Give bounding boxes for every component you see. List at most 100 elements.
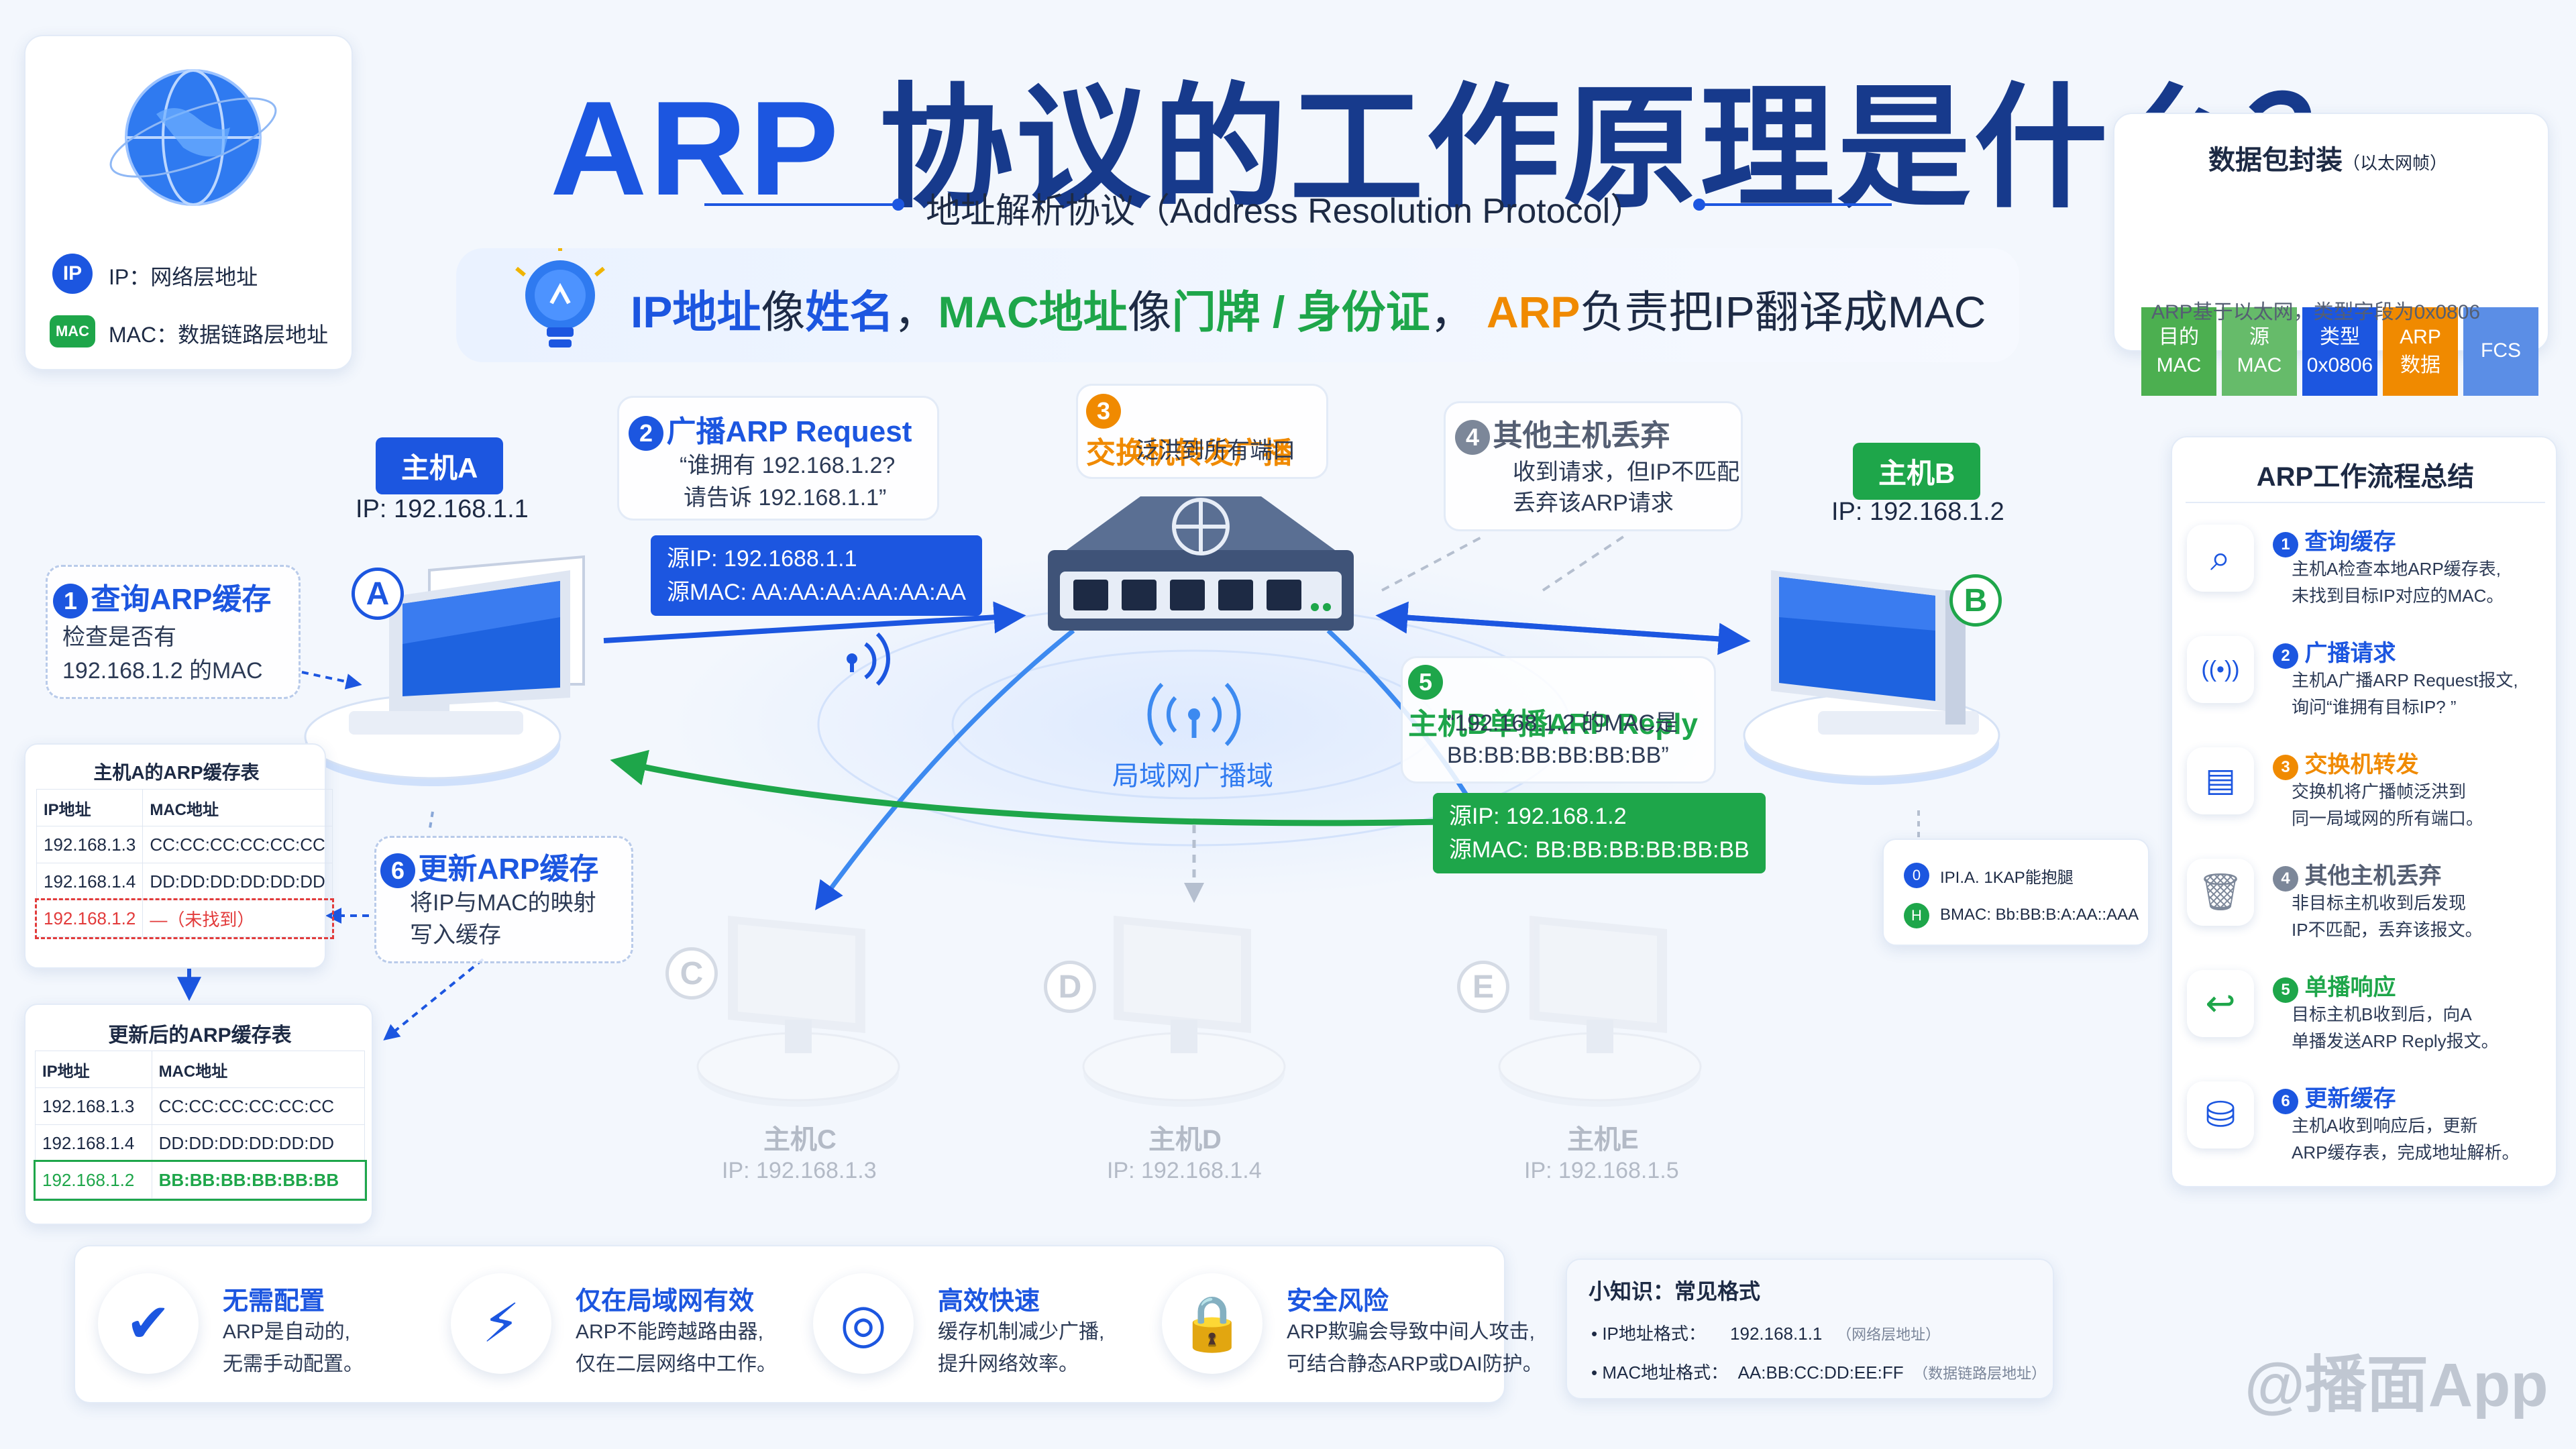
step-1-bubble: 1 查询ARP缓存 检查是否有 192.168.1.2 的MAC — [46, 565, 301, 699]
target-icon: ◎ — [813, 1273, 914, 1374]
computer-c — [696, 916, 900, 1107]
computer-e — [1498, 916, 1702, 1107]
arrow-reply-to-a — [610, 749, 1745, 826]
step-3-bubble: 3 交换机转发广播 泛洪到所有端口 — [1076, 384, 1328, 479]
legend-card: IP IP：网络层地址 MAC MAC：数据链路层地址 — [24, 35, 353, 370]
host-b-letter: B — [1949, 574, 2002, 627]
packet-note: ARP基于以太网，类型字段为0x0806 — [2151, 301, 2481, 323]
tips-card: 小知识：常见格式 • IP地址格式： 192.168.1.1 （网络层地址） •… — [1566, 1258, 2054, 1399]
lightning-icon: ⚡ — [451, 1273, 551, 1374]
feature-title: 无需配置 — [223, 1287, 325, 1316]
tips-mac-row: • MAC地址格式： AA:BB:CC:DD:EE:FF （数据链路层地址） — [1591, 1362, 2047, 1383]
subtitle-line-left — [704, 203, 899, 206]
mac-badge: MAC — [50, 315, 95, 347]
host-b-info-card: 0 IPI.A. 1KAP能抱腿 H BMAC: Bb:BB:B:A:AA::A… — [1882, 839, 2149, 946]
host-c-label: 主机C — [763, 1125, 837, 1155]
slogan-banner: IP地址像姓名，MAC地址像门牌 / 身份证， ARP负责把IP翻译成MAC — [456, 248, 2019, 362]
computer-d — [1082, 916, 1286, 1107]
dash-step1-to-a — [301, 671, 362, 690]
summary-item-title: 4 其他主机丢弃 — [2273, 857, 2441, 892]
host-b-ip: IP: 192.168.1.2 — [1831, 498, 2004, 526]
broadcast-icon: ((•)) — [2187, 636, 2254, 703]
shield-icon: ✔ — [98, 1273, 199, 1374]
feature-body: 缓存机制减少广播,提升网络效率。 — [938, 1321, 1105, 1375]
signal-icon — [847, 632, 890, 686]
packet-title: 数据包封装（以太网帧） — [2208, 146, 2448, 175]
step-5-bubble: 5 主机B单播ARP Reply “192.168.1.2 的MAC是 BB:B… — [1401, 656, 1716, 784]
summary-item-2: ((•))2 广播请求主机A广播ARP Request报文,询问“谁拥有目标IP… — [2172, 623, 2548, 723]
subtitle-line-right — [1697, 203, 1892, 206]
summary-list: ⌕1 查询缓存主机A检查本地ARP缓存表,未找到目标IP对应的MAC。((•))… — [2172, 511, 2559, 1182]
summary-item-body: 主机A广播ARP Request报文,询问“谁拥有目标IP? ” — [2292, 670, 2518, 717]
host-c-ip: IP: 192.168.1.3 — [722, 1158, 877, 1183]
arrow-a-to-switch — [603, 601, 1026, 643]
dash-to-step4-b — [1542, 535, 1625, 592]
broadcast-domain-label: 局域网广播域 — [1112, 761, 1273, 791]
updated-cache-title: 更新后的ARP缓存表 — [108, 1024, 292, 1046]
feature-body: ARP不能跨越路由器,仅在二层网络中工作。 — [576, 1321, 777, 1375]
ip-badge: IP — [52, 254, 93, 294]
host-d-label: 主机D — [1148, 1125, 1222, 1155]
switch — [1048, 496, 1354, 631]
host-b-info-line-2: BMAC: Bb:BB:B:A:AA::AAA — [1940, 906, 2139, 924]
summary-item-1: ⌕1 查询缓存主机A检查本地ARP缓存表,未找到目标IP对应的MAC。 — [2172, 511, 2548, 612]
computer-a — [304, 555, 585, 786]
summary-item-title: 3 交换机转发 — [2273, 746, 2418, 780]
database-icon: ⛁ — [2187, 1081, 2254, 1148]
trash-icon: 🗑 — [2187, 859, 2254, 926]
summary-item-title: 1 查询缓存 — [2273, 523, 2396, 557]
summary-title: ARP工作流程总结 — [2256, 462, 2475, 492]
feature-title: 高效快速 — [938, 1287, 1040, 1316]
summary-item-title: 5 单播响应 — [2273, 969, 2396, 1003]
search-icon: ⌕ — [2187, 525, 2254, 592]
dash-a-to-step6 — [428, 811, 434, 833]
info-icon-1: 0 — [1904, 863, 1929, 888]
tips-title: 小知识：常见格式 — [1589, 1279, 1761, 1303]
step-6-bubble: 6 更新ARP缓存 将IP与MAC的映射 写入缓存 — [374, 836, 633, 963]
host-e-ip: IP: 192.168.1.5 — [1524, 1158, 1679, 1183]
feature-title: 安全风险 — [1287, 1287, 1389, 1316]
info-icon-2: H — [1904, 903, 1929, 928]
mac-legend-text: MAC：数据链路层地址 — [109, 323, 329, 347]
host-a-ip: IP: 192.168.1.1 — [356, 495, 529, 523]
step-2-bubble: 2 广播ARP Request “谁拥有 192.168.1.2? 请告诉 19… — [617, 396, 939, 521]
dash-step6-to-updated — [383, 958, 484, 1041]
host-e-label: 主机E — [1567, 1125, 1639, 1155]
reply-icon: ↩ — [2187, 970, 2254, 1037]
arrow-switch-to-c — [815, 629, 1075, 910]
tips-ip-row: • IP地址格式： 192.168.1.1 （网络层地址） — [1591, 1324, 1941, 1344]
host-b-info-line-1: IPI.A. 1KAP能抱腿 — [1940, 869, 2074, 887]
host-d-letter: D — [1044, 961, 1096, 1013]
ip-legend-text: IP：网络层地址 — [109, 265, 258, 289]
lightbulb-icon — [515, 248, 605, 347]
host-a-letter: A — [352, 568, 404, 620]
arp-cache-title: 主机A的ARP缓存表 — [93, 762, 260, 783]
lock-icon: 🔒 — [1162, 1273, 1263, 1374]
summary-item-body: 交换机将广播帧泛洪到同一局域网的所有端口。 — [2292, 782, 2484, 828]
subtitle: 地址解析协议（Address Resolution Protocol） — [926, 192, 1646, 231]
host-c-letter: C — [665, 947, 718, 1000]
host-a-label: 主机A — [376, 437, 504, 494]
summary-divider — [2186, 502, 2545, 503]
feature-title: 仅在局域网有效 — [576, 1287, 755, 1316]
table-row-missing: 192.168.1.2—（未找到） — [34, 898, 335, 939]
computer-b — [1743, 570, 2000, 785]
